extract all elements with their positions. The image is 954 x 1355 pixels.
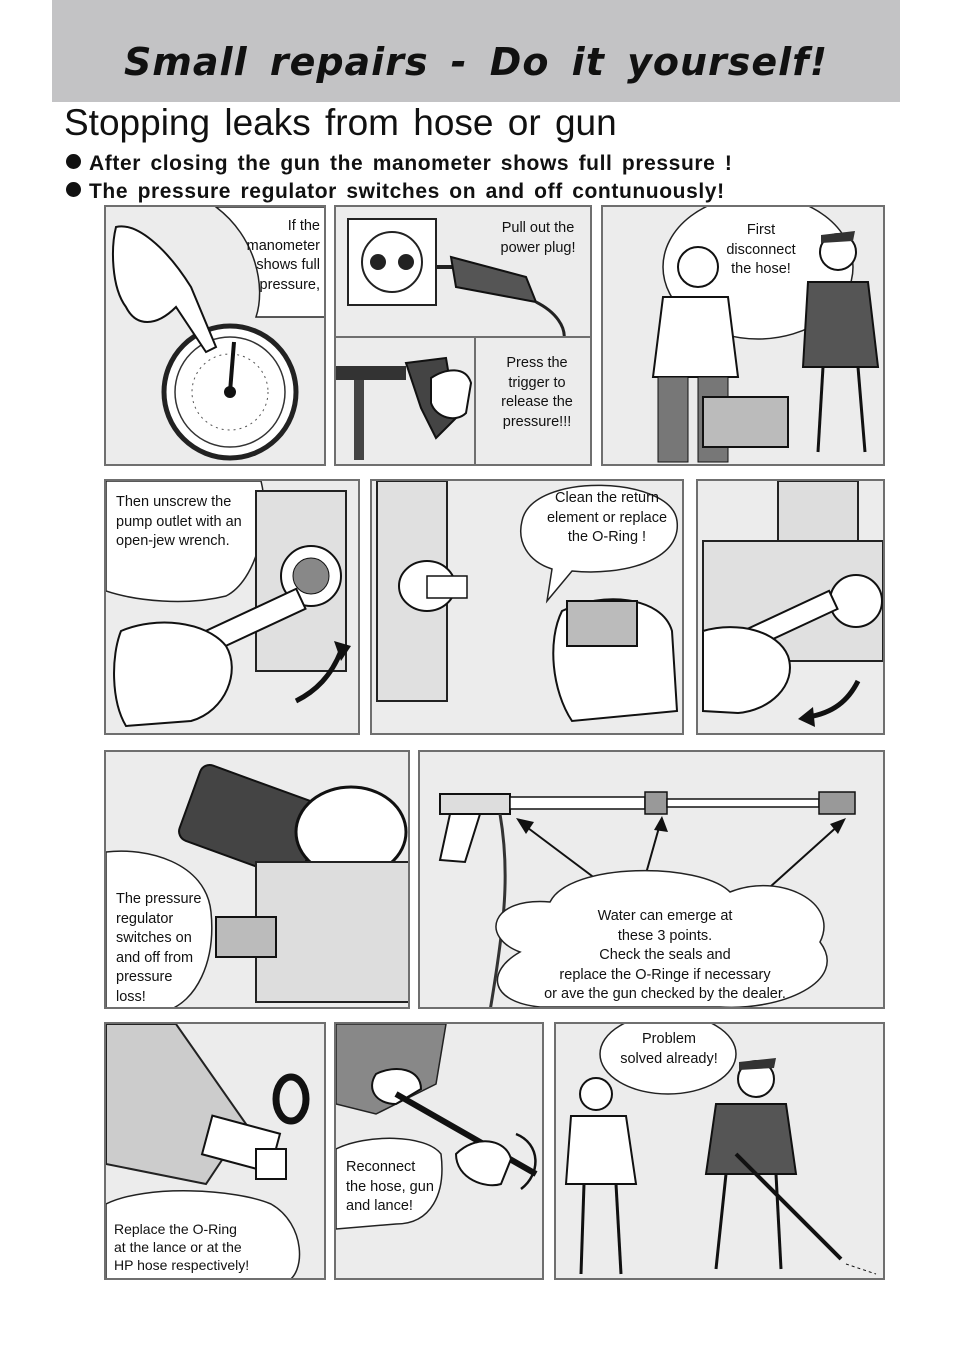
spray-gun-illustration bbox=[336, 338, 476, 464]
gun-lance-leak-points-illustration bbox=[438, 791, 856, 1007]
symptom-bullet-2: The pressure regulator switches on and o… bbox=[66, 180, 725, 204]
bullet-dot-icon bbox=[66, 154, 81, 169]
pressure-regulator-illustration bbox=[106, 763, 408, 1007]
retighten-wrench-illustration bbox=[702, 481, 883, 727]
return-element-illustration bbox=[376, 481, 679, 723]
panel-retighten-outlet bbox=[696, 479, 885, 735]
banner-title: Small repairs - Do it yourself! bbox=[123, 40, 829, 84]
page-title: Stopping leaks from hose or gun bbox=[64, 102, 617, 143]
symptom-bullet-1: After closing the gun the manometer show… bbox=[66, 152, 732, 176]
problem-solved-illustration bbox=[564, 1024, 877, 1275]
two-men-illustration bbox=[651, 207, 880, 463]
oring-lance-illustration bbox=[106, 1024, 310, 1278]
manometer-illustration bbox=[112, 207, 324, 461]
power-plug-illustration bbox=[347, 218, 566, 336]
bullet-dot-icon bbox=[66, 182, 81, 197]
title-banner: Small repairs - Do it yourself! bbox=[52, 0, 900, 102]
wrench-pump-illustration bbox=[106, 481, 351, 728]
reconnect-hose-illustration bbox=[336, 1024, 538, 1230]
